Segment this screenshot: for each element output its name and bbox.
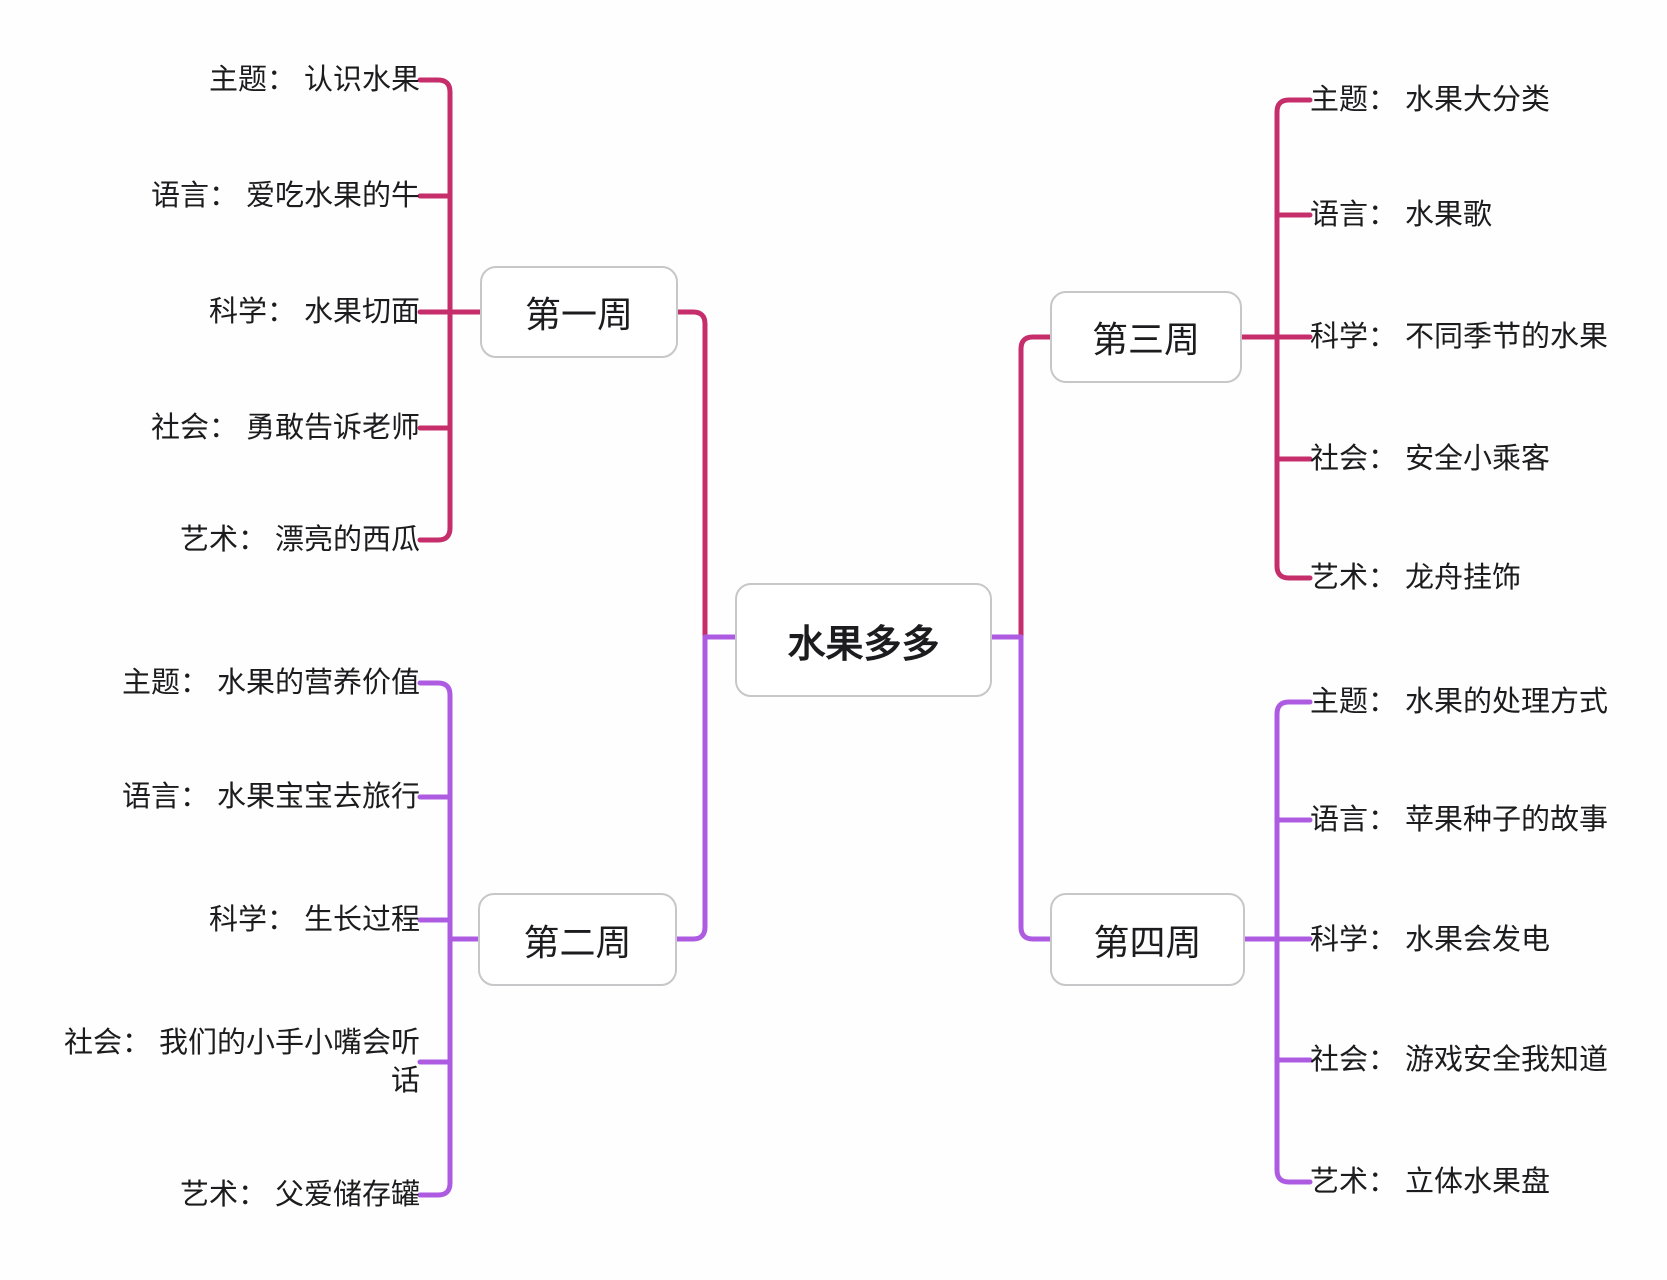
week2-item-art[interactable]: 艺术： 父爱储存罐 bbox=[179, 1179, 420, 1211]
week3-item-art[interactable]: 艺术： 龙舟挂饰 bbox=[1310, 562, 1522, 594]
week4-item-social[interactable]: 社会： 游戏安全我知道 bbox=[1310, 1044, 1609, 1076]
week1-item-art[interactable]: 艺术： 漂亮的西瓜 bbox=[179, 524, 420, 556]
week2-items-bracket bbox=[417, 680, 453, 1198]
week1-node[interactable]: 第一周 bbox=[480, 266, 678, 358]
week2-node-to-center bbox=[674, 634, 708, 942]
week4-node[interactable]: 第四周 bbox=[1050, 893, 1245, 986]
week2-item-social[interactable]: 社会： 我们的小手小嘴会听话 bbox=[63, 1027, 420, 1097]
week4-item-art[interactable]: 艺术： 立体水果盘 bbox=[1310, 1166, 1551, 1198]
central-topic-label: 水果多多 bbox=[787, 623, 940, 666]
week3-item-language[interactable]: 语言： 水果歌 bbox=[1310, 199, 1493, 231]
center-to-week4-node bbox=[1018, 634, 1053, 942]
week4-node-label: 第四周 bbox=[1093, 921, 1202, 963]
week3-items-bracket bbox=[1274, 97, 1313, 581]
week1-node-to-center bbox=[675, 309, 708, 640]
week2-node[interactable]: 第二周 bbox=[478, 893, 677, 986]
week4-item-language[interactable]: 语言： 苹果种子的故事 bbox=[1310, 804, 1609, 836]
week2-node-label: 第二周 bbox=[523, 921, 632, 963]
week4-item-theme[interactable]: 主题： 水果的处理方式 bbox=[1310, 686, 1609, 718]
week2-item-language[interactable]: 语言： 水果宝宝去旅行 bbox=[121, 781, 420, 813]
week1-item-language[interactable]: 语言： 爱吃水果的牛 bbox=[150, 180, 420, 212]
week4-item-science[interactable]: 科学： 水果会发电 bbox=[1310, 924, 1551, 956]
week2-item-theme[interactable]: 主题： 水果的营养价值 bbox=[121, 667, 420, 699]
week2-item-science[interactable]: 科学： 生长过程 bbox=[208, 904, 420, 936]
week4-items-bracket bbox=[1274, 699, 1313, 1185]
week3-item-theme[interactable]: 主题： 水果大分类 bbox=[1310, 84, 1551, 116]
center-to-week3-node bbox=[1018, 334, 1053, 640]
week1-item-science[interactable]: 科学： 水果切面 bbox=[208, 296, 420, 328]
week1-item-social[interactable]: 社会： 勇敢告诉老师 bbox=[150, 412, 420, 444]
week3-item-social[interactable]: 社会： 安全小乘客 bbox=[1310, 443, 1551, 475]
week3-node[interactable]: 第三周 bbox=[1050, 291, 1242, 383]
central-topic-node[interactable]: 水果多多 bbox=[735, 583, 992, 697]
week3-node-label: 第三周 bbox=[1091, 319, 1200, 360]
week1-node-label: 第一周 bbox=[524, 294, 633, 335]
week1-item-theme[interactable]: 主题： 认识水果 bbox=[208, 64, 420, 96]
week3-item-science[interactable]: 科学： 不同季节的水果 bbox=[1310, 321, 1609, 353]
